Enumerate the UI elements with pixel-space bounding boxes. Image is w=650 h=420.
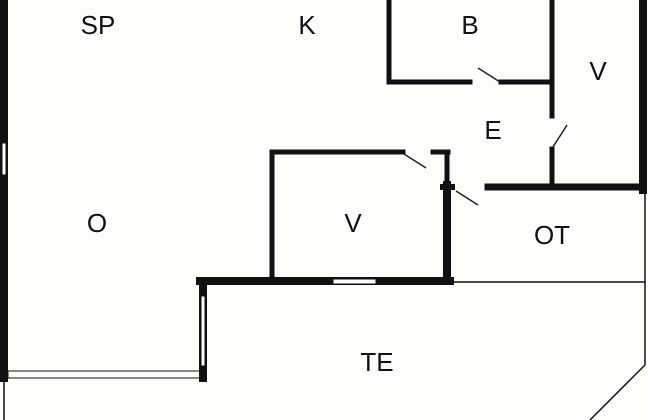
- door-b: [477, 67, 501, 83]
- room-label-e: E: [484, 115, 501, 145]
- doors: [403, 67, 568, 206]
- window-v: [332, 278, 377, 285]
- room-label-o: O: [87, 208, 107, 238]
- room-label-ot: OT: [534, 220, 570, 250]
- room-label-v-top: V: [589, 56, 607, 86]
- room-label-v-mid: V: [344, 208, 362, 238]
- room-label-k: K: [298, 10, 316, 40]
- room-label-b: B: [461, 10, 478, 40]
- room-label-sp: SP: [81, 10, 116, 40]
- window-step: [200, 295, 206, 367]
- window-bottom-left: [7, 370, 204, 379]
- door-v-mid: [403, 153, 427, 169]
- room-label-te: TE: [360, 347, 393, 377]
- door-v-top: [552, 124, 568, 148]
- window-left: [1, 142, 7, 176]
- door-ot: [455, 190, 479, 206]
